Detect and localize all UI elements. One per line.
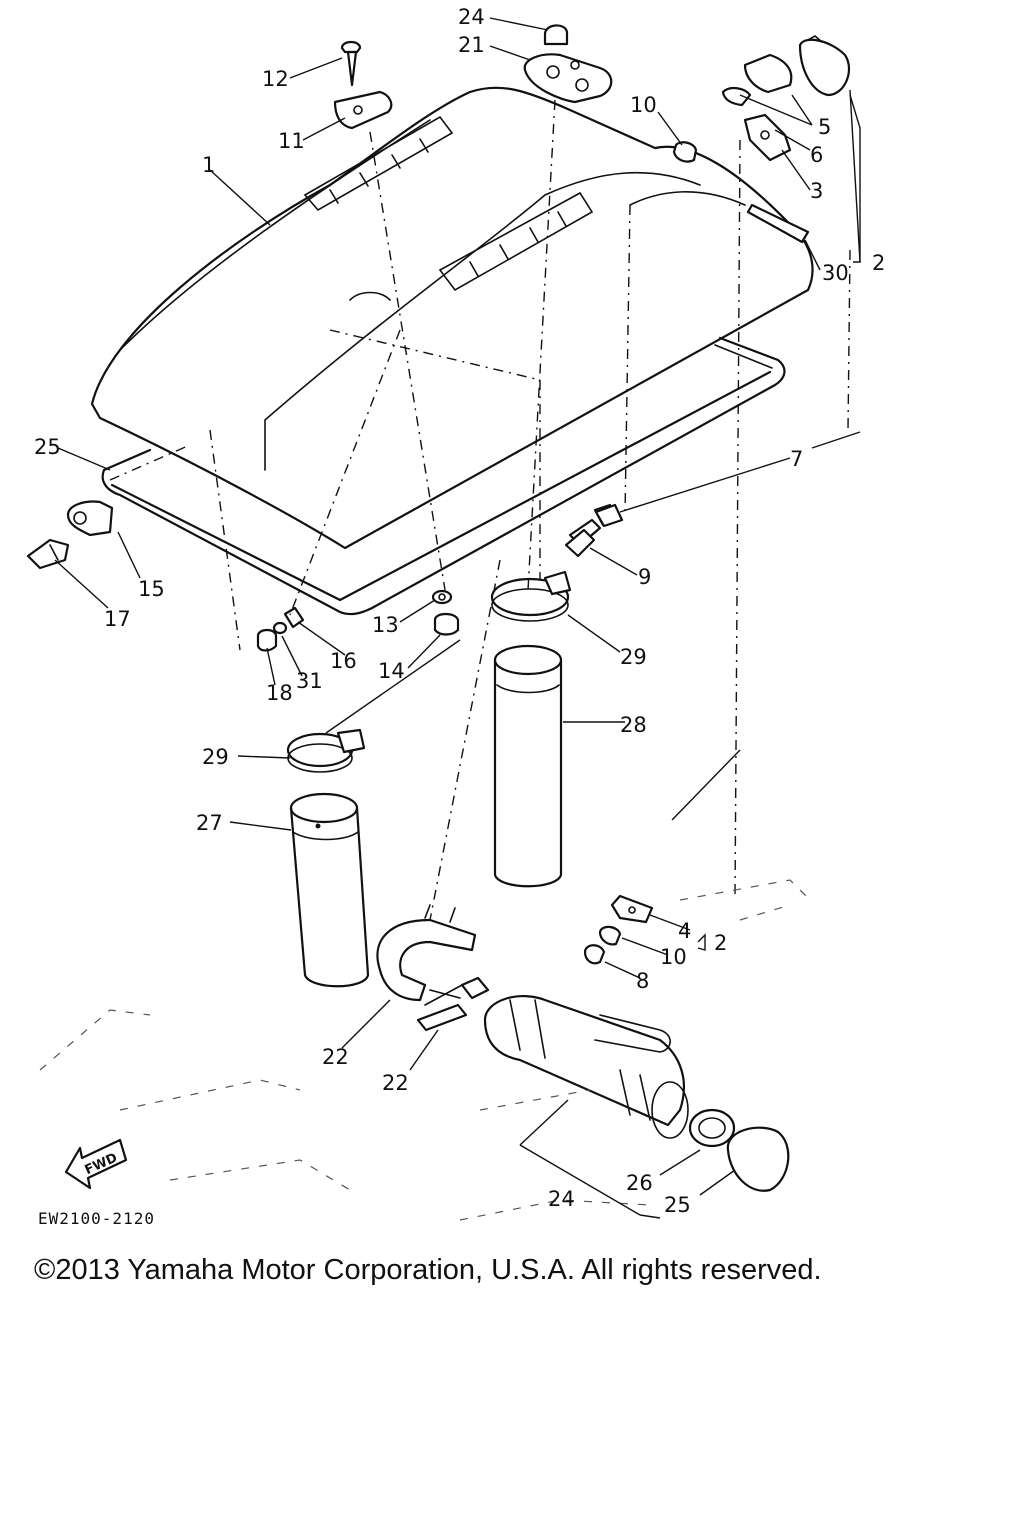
callout-17: 17: [104, 607, 131, 631]
copyright-notice: ©2013 Yamaha Motor Corporation, U.S.A. A…: [34, 1254, 822, 1286]
callout-24: 24: [548, 1187, 575, 1211]
callout-12: 12: [262, 67, 289, 91]
leader-lines: [54, 17, 861, 1219]
callout-28: 28: [620, 713, 647, 737]
callout-22: 22: [382, 1071, 409, 1095]
hood-seal-frame: [101, 336, 786, 616]
callout-16: 16: [330, 649, 357, 673]
muffler-assembly: [483, 995, 790, 1192]
callout-9: 9: [638, 565, 651, 589]
assembly-centerlines: [109, 99, 851, 921]
latch-parts-lower: [583, 894, 654, 965]
callout-8: 8: [636, 969, 649, 993]
callout-23: 25: [34, 435, 61, 459]
callout-10-upper: 10: [630, 93, 657, 117]
callout-1: 1: [202, 153, 215, 177]
callout-15: 15: [138, 577, 165, 601]
callout-18: 18: [266, 681, 293, 705]
cap-and-plate: [523, 24, 613, 104]
callout-29-right: 29: [620, 645, 647, 669]
callout-13: 13: [372, 613, 399, 637]
callout-7: 7: [790, 447, 803, 471]
callout-20: 22: [322, 1045, 349, 1069]
callout-29-left: 29: [202, 745, 229, 769]
latch-bolt: [564, 503, 624, 558]
callout-21: 24: [458, 5, 485, 29]
callout-19: 21: [458, 33, 485, 57]
screw-and-bracket: [333, 40, 393, 130]
callout-14: 14: [378, 659, 405, 683]
callout-25: 25: [664, 1193, 691, 1217]
callout-2-upper: 2: [872, 251, 885, 275]
exhaust-bracket: [376, 904, 490, 1032]
latch-parts-upper: [672, 35, 851, 244]
callout-6: 6: [810, 143, 823, 167]
callout-27: 27: [196, 811, 223, 835]
callout-10-lower: 10: [660, 945, 687, 969]
air-ducts: [289, 644, 563, 988]
callout-4: 4: [678, 919, 691, 943]
phantom-hull-outline: [39, 879, 811, 1221]
callout-3: 3: [810, 179, 823, 203]
exploded-parts-diagram: FWD EW2100-2120 24 21 12 11 1 10 5 6 3 3…: [26, 5, 885, 1228]
callout-5: 5: [818, 115, 831, 139]
engine-hood: [90, 86, 814, 550]
drawing-code: EW2100-2120: [38, 1209, 155, 1228]
callout-labels: 24 21 12 11 1 10 5 6 3 30 2 7 9 25 15 17…: [34, 5, 885, 1217]
callout-30: 30: [822, 261, 849, 285]
forward-direction-arrow: FWD: [64, 1138, 128, 1190]
callout-31: 31: [296, 669, 323, 693]
callout-11: 11: [278, 129, 305, 153]
latch-parts-left: [26, 500, 114, 570]
callout-26: 26: [626, 1171, 653, 1195]
hose-clamps: [286, 570, 572, 773]
callout-2-lower: 2: [714, 931, 727, 955]
